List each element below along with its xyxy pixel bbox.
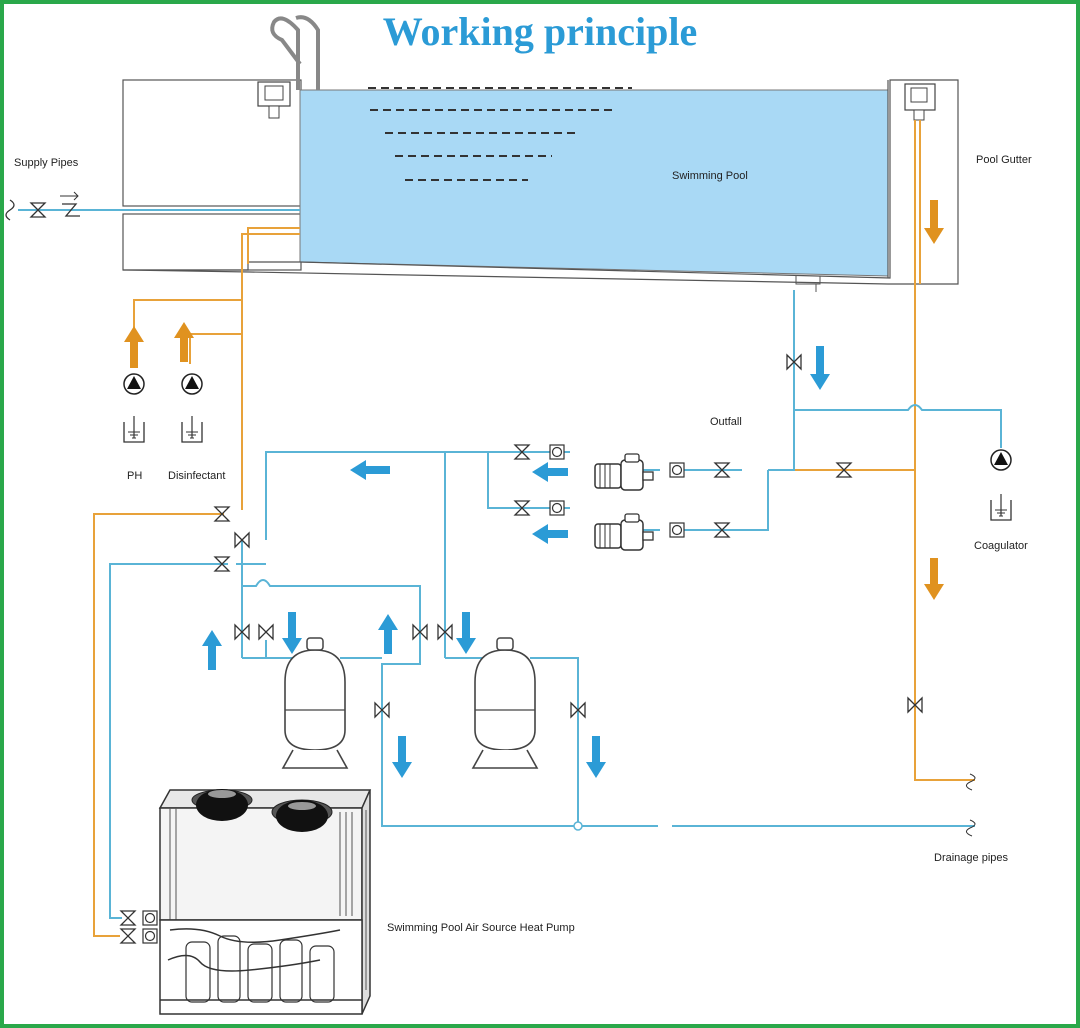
sand-filters (282, 637, 538, 769)
flow-arrows (124, 200, 944, 778)
chemical-tank-icon (990, 493, 1012, 521)
pool-water-lines (368, 87, 632, 181)
sand-filter-icon (472, 637, 538, 769)
diagram-title: Working principle (382, 9, 698, 54)
pump-icon (990, 449, 1012, 471)
label-ph: PH (127, 470, 143, 482)
valve-icon (258, 624, 274, 640)
arrow-icon (124, 200, 944, 600)
check-valve-icon (142, 928, 158, 944)
check-valve-icon (549, 500, 565, 516)
label-drainage-pipes: Drainage pipes (934, 852, 1008, 864)
chemical-tank-icon (181, 415, 203, 443)
pump-icon (181, 373, 203, 395)
chemical-tank-icon (123, 415, 145, 443)
check-valve-icon (549, 444, 565, 460)
valve-icon (120, 910, 136, 926)
sand-filter-icon (282, 637, 348, 769)
label-disinfectant: Disinfectant (168, 470, 226, 482)
dosing-units (123, 373, 1012, 521)
circulation-pumps (594, 453, 654, 551)
check-valve-icon (142, 910, 158, 926)
label-supply-pipes: Supply Pipes (14, 157, 79, 169)
label-heat-pump: Swimming Pool Air Source Heat Pump (387, 922, 575, 934)
label-swimming-pool: Swimming Pool (672, 170, 748, 182)
valve-icon (120, 928, 136, 944)
pump-icon (594, 453, 654, 491)
pump-icon (594, 513, 654, 551)
supply-pipe (5, 191, 300, 221)
heat-pump-unit-icon (158, 789, 372, 1015)
check-valve-icon (669, 462, 685, 478)
arrow-icon (202, 346, 830, 778)
label-outfall: Outfall (710, 416, 742, 428)
blue-pipes (109, 290, 1002, 919)
pool-structure (122, 15, 959, 292)
label-coagulator: Coagulator (974, 540, 1028, 552)
label-pool-gutter: Pool Gutter (976, 154, 1032, 166)
pump-icon (123, 373, 145, 395)
check-valve-icon (669, 522, 685, 538)
